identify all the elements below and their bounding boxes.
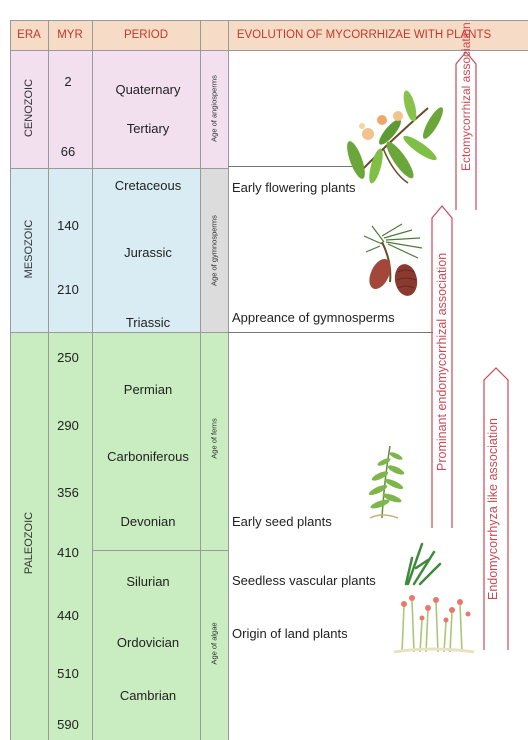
- header-period: PERIOD: [92, 20, 200, 50]
- event-line: [228, 332, 433, 333]
- age-label-angiosperms: Age of angiosperms: [210, 65, 219, 153]
- period-jurassic: Jurassic: [96, 245, 200, 260]
- fern-icon: [360, 442, 408, 522]
- event-origin-land-plants: Origin of land plants: [232, 626, 348, 641]
- era-label-mesozoic: MESOZOIC: [23, 219, 35, 279]
- period-permian: Permian: [96, 382, 200, 397]
- seedless-vascular-plant-icon: [402, 538, 442, 588]
- period-devonian: Devonian: [96, 514, 200, 529]
- grid-line: [10, 168, 228, 169]
- header-myr: MYR: [48, 20, 92, 50]
- period-quaternary: Quaternary: [96, 82, 200, 97]
- grid-line: [92, 20, 93, 740]
- myr-value: 250: [48, 350, 88, 365]
- period-ordovician: Ordovician: [96, 635, 200, 650]
- grid-line: [48, 20, 49, 740]
- era-label-cenozoic: CENOZOIC: [23, 78, 35, 138]
- gymnosperm-cone-icon: [362, 222, 432, 302]
- age-label-algae: Age of algae: [210, 614, 219, 674]
- flowering-plant-icon: [338, 88, 448, 188]
- period-tertiary: Tertiary: [96, 121, 200, 136]
- period-triassic: Triassic: [96, 315, 200, 330]
- association-prominant-endomycorrhizal: Prominant endomycorrhizal association: [435, 261, 449, 471]
- grid-line: [200, 20, 201, 740]
- association-ectomycorrhizal-text: Ectomycorrhizal association: [459, 22, 473, 171]
- grid-line: [92, 550, 228, 551]
- myr-value: 590: [48, 717, 88, 732]
- grid-line: [10, 332, 228, 333]
- myr-value: 410: [48, 545, 88, 560]
- myr-value: 440: [48, 608, 88, 623]
- grid-line: [10, 20, 11, 740]
- header-evolution: EVOLUTION OF MYCORRHIZAE WITH PLANTS: [200, 20, 528, 50]
- period-cambrian: Cambrian: [96, 688, 200, 703]
- era-label-paleozoic: PALEOZOIC: [23, 508, 35, 578]
- myr-value: 356: [48, 485, 88, 500]
- age-label-ferns: Age of ferns: [210, 409, 219, 469]
- myr-value: 66: [48, 144, 88, 159]
- period-cretaceous: Cretaceous: [96, 178, 200, 193]
- age-label-gymnosperms: Age of gymnosperms: [210, 203, 219, 299]
- period-carboniferous: Carboniferous: [96, 449, 200, 464]
- period-silurian: Silurian: [96, 574, 200, 589]
- event-appearance-gymnosperms: Appreance of gymnosperms: [232, 310, 395, 325]
- myr-value: 2: [48, 74, 88, 89]
- myr-value: 290: [48, 418, 88, 433]
- association-endomycorrhyza-like: Endomycorrhyza like association: [486, 414, 500, 604]
- header-era: ERA: [10, 20, 48, 50]
- event-seedless-vascular-plants: Seedless vascular plants: [232, 573, 376, 588]
- myr-value: 140: [48, 218, 88, 233]
- myr-value: 210: [48, 282, 88, 297]
- association-ectomycorrhizal: Ectomycorrhizal association: [459, 51, 473, 171]
- event-early-seed-plants: Early seed plants: [232, 514, 332, 529]
- land-plants-icon: [392, 592, 476, 656]
- myr-value: 510: [48, 666, 88, 681]
- grid-line: [228, 20, 229, 740]
- grid-line: [10, 20, 528, 21]
